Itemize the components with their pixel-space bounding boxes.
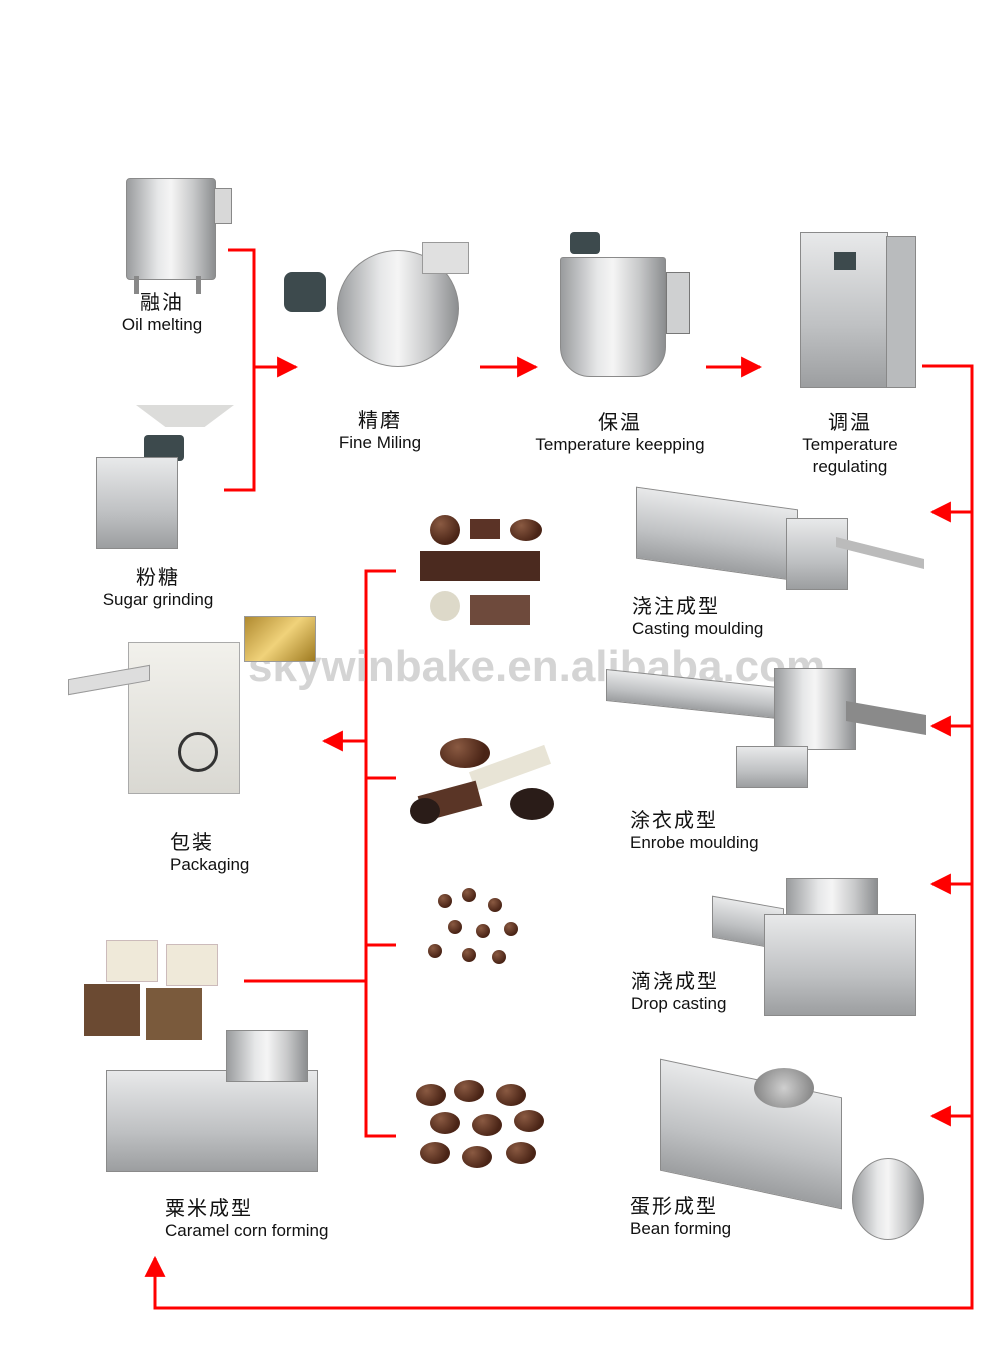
casting-moulding-line: [636, 486, 926, 628]
label-zh: 融油: [140, 290, 184, 314]
label-sugar-grinding: 粉糖 Sugar grinding: [103, 565, 214, 611]
bracket-products: [364, 569, 396, 1138]
label-en: Enrobe moulding: [630, 833, 759, 852]
label-en: Sugar grinding: [102, 590, 214, 609]
trunk-right: [153, 364, 974, 1310]
label-zh: 浇注成型: [632, 594, 720, 618]
label-zh: 涂衣成型: [630, 808, 718, 832]
bracket-raw-materials: [224, 248, 256, 492]
label-zh: 包装: [170, 830, 214, 854]
product-assorted-chocolates: [410, 515, 550, 635]
label-caramel-corn-forming: 粟米成型 Caramel corn forming: [165, 1196, 328, 1242]
label-zh: 粟米成型: [165, 1196, 253, 1220]
product-enrobed-biscuits: [410, 738, 560, 828]
label-enrobe-moulding: 涂衣成型 Enrobe moulding: [630, 808, 759, 854]
oil-melting-machine: [126, 178, 236, 298]
label-temperature-regulating: 调温 Temperature regulating: [776, 410, 925, 478]
label-en: Caramel corn forming: [165, 1221, 329, 1240]
label-en: Oil melting: [121, 315, 203, 334]
label-en: Bean forming: [630, 1219, 732, 1238]
fine-milling-machine: [282, 232, 482, 382]
temperature-keeping-tank: [560, 232, 690, 392]
label-en: Casting moulding: [632, 619, 764, 638]
packaging-machine: [68, 612, 318, 794]
sugar-grinding-machine: [96, 405, 236, 550]
label-temperature-keeping: 保温 Temperature keepping: [535, 410, 704, 456]
temperature-regulating-machine: [800, 232, 918, 392]
bean-forming-line: [660, 1058, 924, 1248]
label-packaging: 包装 Packaging: [170, 830, 249, 876]
product-chocolate-beans: [410, 1080, 560, 1172]
caramel-corn-forming-line: [76, 940, 376, 1180]
label-zh: 滴浇成型: [631, 969, 719, 993]
label-en: Temperature regulating: [802, 435, 898, 476]
label-zh: 精磨: [357, 408, 402, 432]
label-en: Packaging: [170, 855, 250, 874]
label-bean-forming: 蛋形成型 Bean forming: [630, 1194, 731, 1240]
enrobe-moulding-line: [606, 668, 926, 798]
drop-casting-line: [712, 872, 922, 1032]
label-en: Drop casting: [631, 994, 727, 1013]
label-casting-moulding: 浇注成型 Casting moulding: [632, 594, 763, 640]
label-drop-casting: 滴浇成型 Drop casting: [631, 969, 726, 1015]
product-chocolate-drops: [418, 884, 538, 984]
label-zh: 调温: [828, 410, 872, 434]
label-zh: 保温: [597, 410, 642, 434]
label-zh: 蛋形成型: [630, 1194, 718, 1218]
label-oil-melting: 融油 Oil melting: [122, 290, 202, 336]
label-en: Temperature keepping: [535, 435, 705, 454]
label-fine-milling: 精磨 Fine Miling: [339, 408, 421, 454]
label-en: Fine Miling: [338, 433, 422, 452]
label-zh: 粉糖: [135, 565, 180, 589]
